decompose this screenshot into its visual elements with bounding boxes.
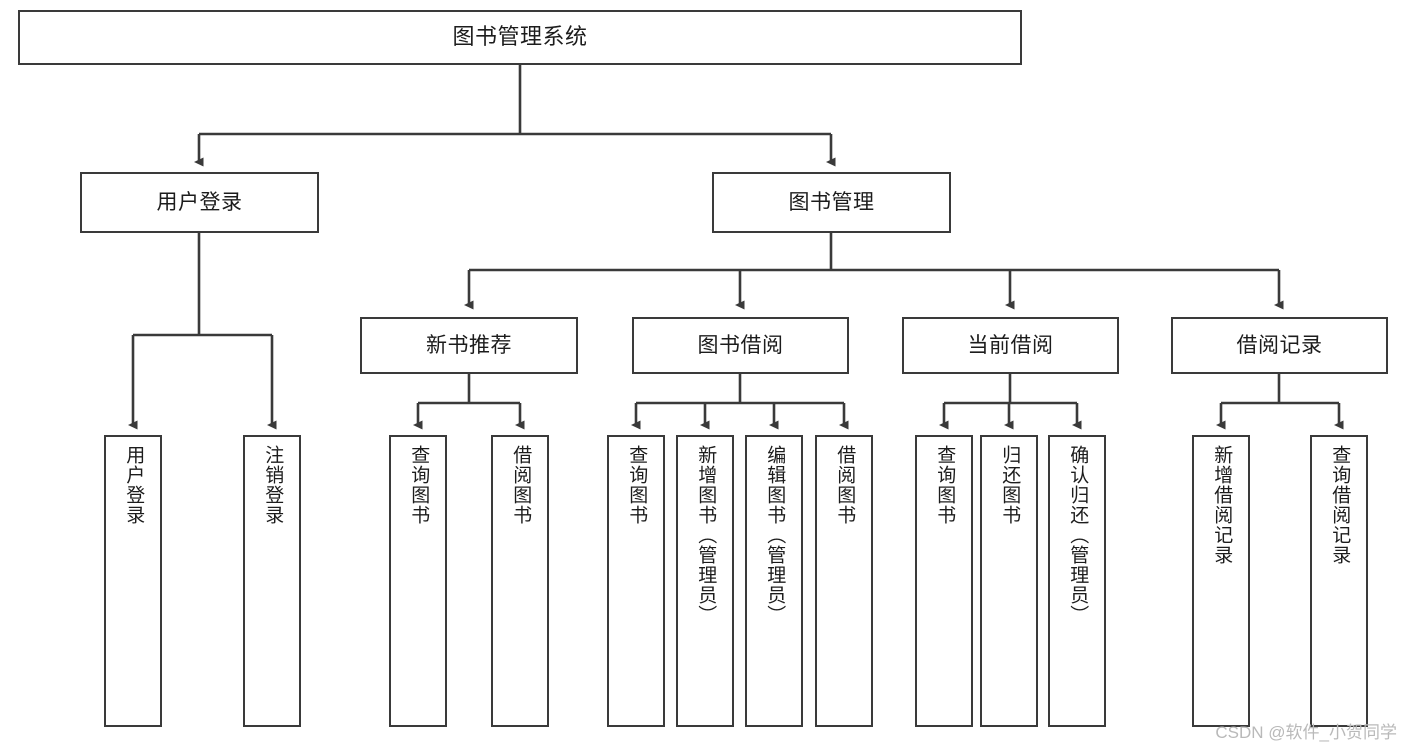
leaf-borrow-edit-book-admin[interactable]: 编辑图书（管理员）: [745, 435, 803, 727]
node-root-system[interactable]: 图书管理系统: [18, 10, 1022, 65]
node-current-borrow[interactable]: 当前借阅: [902, 317, 1119, 374]
node-label: 借阅记录: [1236, 333, 1323, 357]
node-label: 查询图书: [626, 445, 648, 525]
node-borrow-records[interactable]: 借阅记录: [1171, 317, 1388, 374]
node-label: 用户登录: [123, 445, 145, 525]
node-label: 当前借阅: [967, 333, 1054, 357]
csdn-watermark: CSDN @软件_小贺同学: [1215, 723, 1397, 742]
node-label: 查询图书: [408, 445, 430, 525]
node-label: 编辑图书（管理员）: [764, 445, 786, 625]
leaf-borrow-add-book-admin[interactable]: 新增图书（管理员）: [676, 435, 734, 727]
leaf-user-login-signout[interactable]: 注销登录: [243, 435, 301, 727]
node-new-book-recommend[interactable]: 新书推荐: [360, 317, 578, 374]
leaf-recommend-query-book[interactable]: 查询图书: [389, 435, 447, 727]
leaf-borrow-borrow-book[interactable]: 借阅图书: [815, 435, 873, 727]
node-label: 借阅图书: [834, 445, 856, 525]
node-label: 新增借阅记录: [1211, 445, 1233, 565]
leaf-records-query-record[interactable]: 查询借阅记录: [1310, 435, 1368, 727]
node-label: 注销登录: [262, 445, 284, 525]
node-book-management[interactable]: 图书管理: [712, 172, 951, 233]
node-label: 新书推荐: [426, 333, 512, 357]
node-label: 图书借阅: [697, 333, 784, 357]
leaf-recommend-borrow-book[interactable]: 借阅图书: [491, 435, 549, 727]
leaf-current-return-book[interactable]: 归还图书: [980, 435, 1038, 727]
node-book-borrow[interactable]: 图书借阅: [632, 317, 849, 374]
leaf-current-query-book[interactable]: 查询图书: [915, 435, 973, 727]
leaf-current-confirm-return-admin[interactable]: 确认归还（管理员）: [1048, 435, 1106, 727]
node-user-login[interactable]: 用户登录: [80, 172, 319, 233]
node-label: 查询借阅记录: [1329, 445, 1351, 565]
node-label: 借阅图书: [510, 445, 532, 525]
node-label: 新增图书（管理员）: [695, 445, 717, 625]
node-label: 确认归还（管理员）: [1067, 445, 1089, 625]
node-label: 图书管理系统: [452, 24, 588, 50]
leaf-records-add-record[interactable]: 新增借阅记录: [1192, 435, 1250, 727]
leaf-user-login-signin[interactable]: 用户登录: [104, 435, 162, 727]
node-label: 图书管理: [788, 190, 875, 214]
node-label: 查询图书: [934, 445, 956, 525]
leaf-borrow-query-book[interactable]: 查询图书: [607, 435, 665, 727]
node-label: 用户登录: [156, 190, 243, 214]
node-label: 归还图书: [999, 445, 1021, 525]
